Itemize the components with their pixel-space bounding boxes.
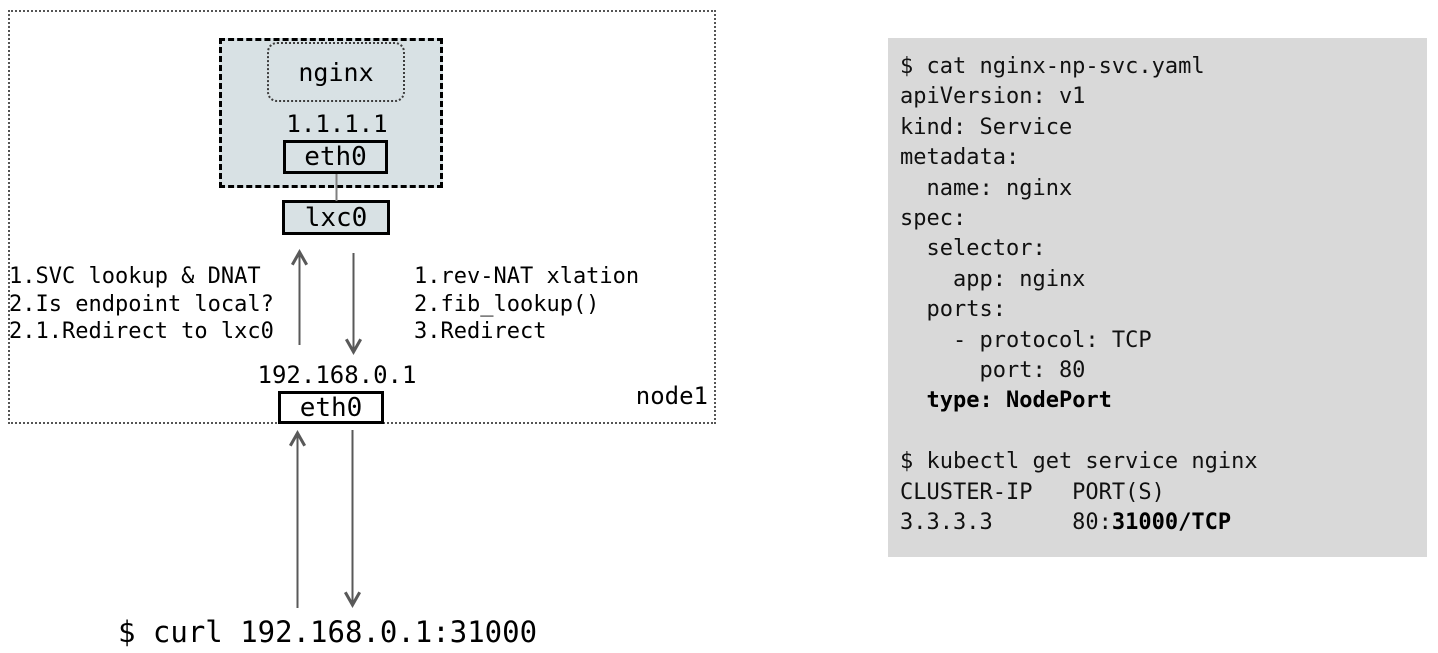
terminal-line: [900, 417, 1427, 447]
terminal-line: spec:: [900, 206, 967, 232]
terminal-line: metadata:: [900, 145, 1020, 171]
terminal-line: port: 80: [900, 358, 1086, 384]
nginx-container-box: nginx: [267, 42, 405, 102]
terminal-panel: $ cat nginx-np-svc.yaml apiVersion: v1 kin…: [888, 38, 1427, 557]
lxc0-label: lxc0: [304, 202, 368, 233]
terminal-line: apiVersion: v1: [900, 84, 1086, 110]
terminal-line: $ cat nginx-np-svc.yaml: [900, 54, 1205, 79]
terminal-line: name: nginx: [900, 175, 1073, 201]
terminal-line: 3.3.3.3 80:31000/TCP: [900, 510, 1232, 536]
step-line: 1.rev-NAT xlation: [414, 264, 640, 289]
terminal-line: - protocol: TCP: [900, 327, 1152, 353]
step-line: 3.Redirect: [414, 319, 547, 344]
step-line: 2.Is endpoint local?: [9, 291, 274, 317]
terminal-line: app: nginx: [900, 266, 1086, 292]
step-line: 2.fib_lookup(): [414, 291, 600, 317]
terminal-line: selector:: [900, 236, 1046, 262]
terminal-line: type: NodePort: [926, 388, 1112, 414]
node-eth0-box: eth0: [278, 391, 384, 424]
node-eth0-label: eth0: [299, 392, 363, 423]
terminal-line: CLUSTER-IP PORT(S): [900, 479, 1165, 505]
node-ip-label: 192.168.0.1: [257, 361, 417, 389]
curl-command: $ curl 192.168.0.1:31000: [118, 615, 538, 649]
node1-label: node1: [635, 382, 708, 410]
pod-ip-label: 1.1.1.1: [286, 110, 388, 138]
terminal-line: $ kubectl get service nginx: [900, 449, 1258, 475]
step-line: 2.1.Redirect to lxc0: [9, 319, 274, 344]
nginx-container-label: nginx: [298, 57, 374, 87]
lxc0-box: lxc0: [282, 200, 390, 235]
pod-eth0-label: eth0: [304, 142, 367, 172]
terminal-line: ports:: [900, 297, 1006, 323]
pod-eth0-box: eth0: [283, 140, 388, 174]
step-line: 1.SVC lookup & DNAT: [9, 264, 261, 289]
terminal-line: kind: Service: [900, 114, 1073, 140]
